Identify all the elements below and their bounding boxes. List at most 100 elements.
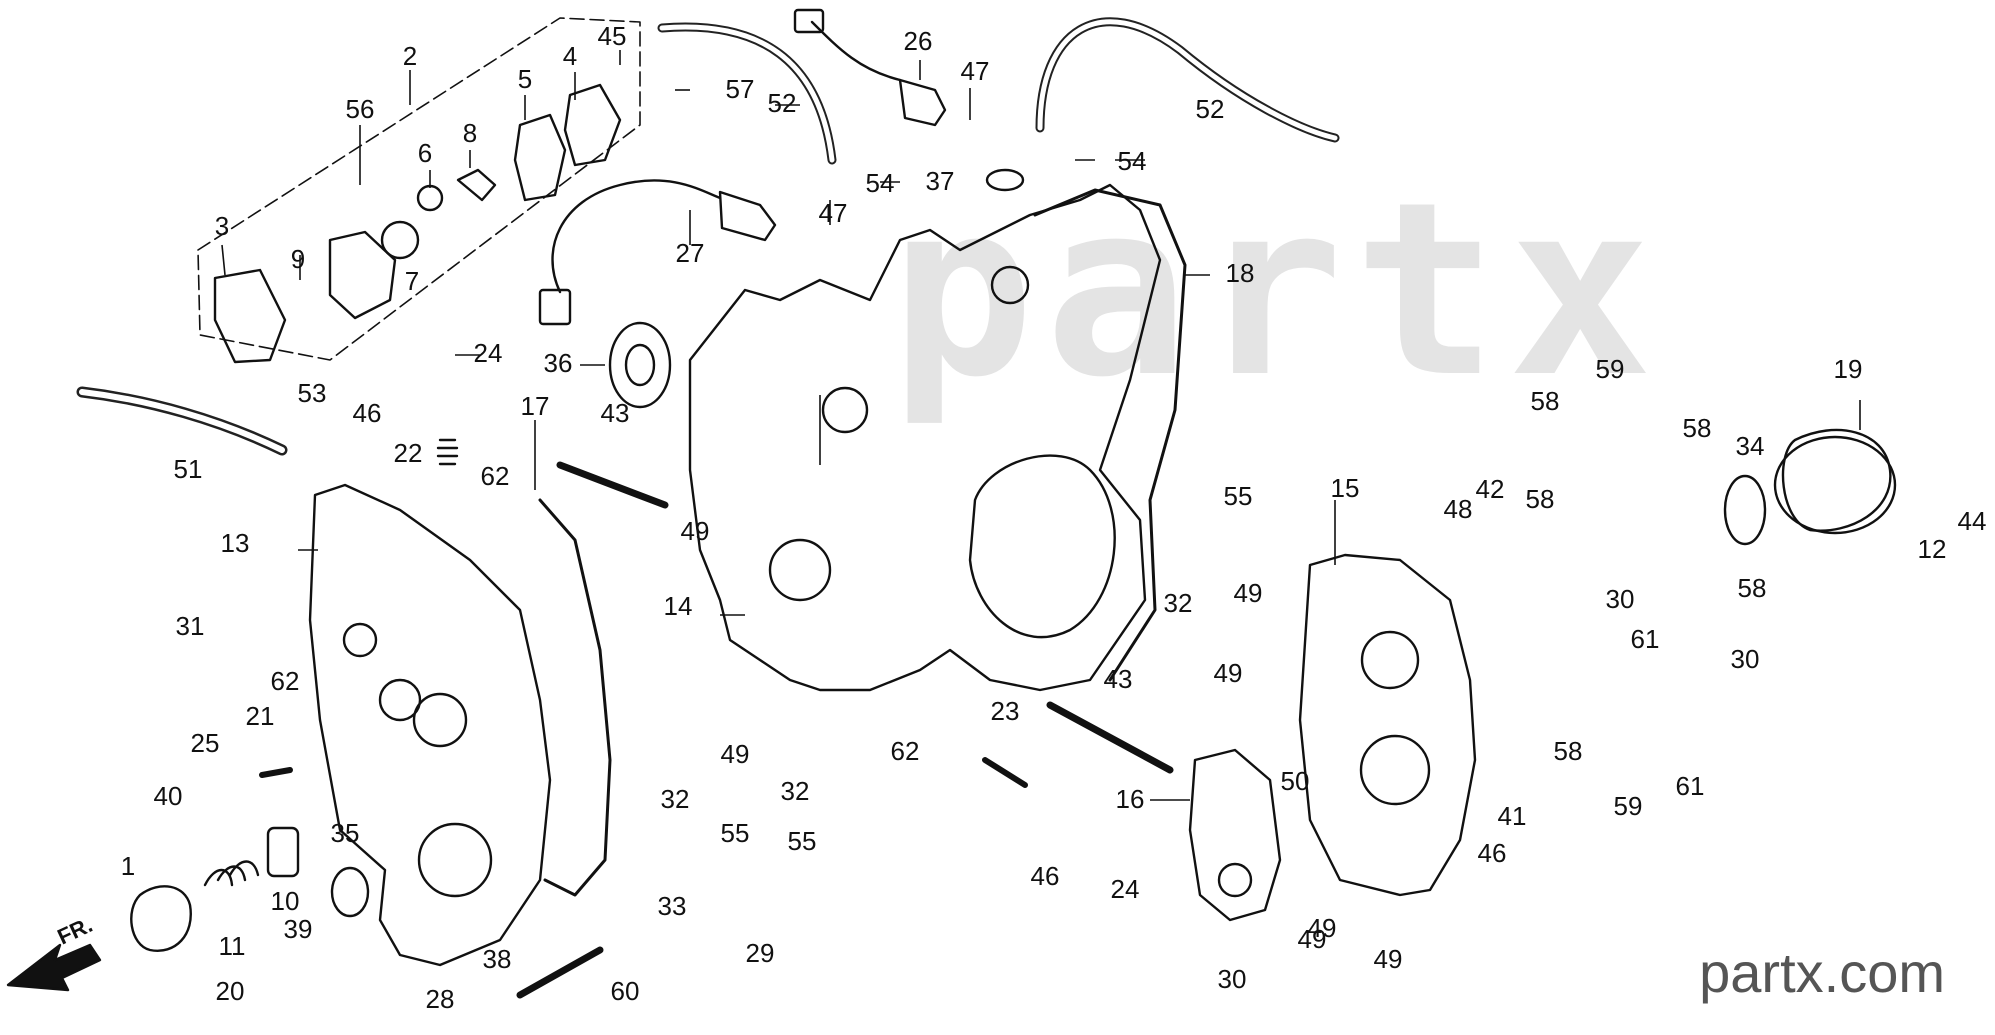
pump-body-7 [328, 230, 397, 320]
cover-19 [1781, 428, 1892, 532]
callout-c39: 39 [284, 914, 313, 944]
callout-c61a: 61 [1631, 624, 1660, 654]
callout-c32b: 32 [661, 784, 690, 814]
callout-c38: 38 [483, 944, 512, 974]
pump-pin-8 [456, 168, 497, 202]
bearing-36-inner [624, 343, 656, 387]
callout-c59b: 59 [1614, 791, 1643, 821]
callout-c7: 7 [405, 266, 419, 296]
pump-rotor-7 [380, 220, 420, 260]
callout-c42: 42 [1476, 474, 1505, 504]
callout-c49c: 49 [1214, 658, 1243, 688]
callout-c21: 21 [246, 701, 275, 731]
left-cover-13-bore-c [417, 822, 493, 898]
callout-c35: 35 [331, 818, 360, 848]
callout-c53: 53 [298, 378, 327, 408]
watermark-logo: partx [890, 150, 1663, 430]
spring-11 [203, 860, 260, 887]
callout-c30b: 30 [1606, 584, 1635, 614]
sensor-26-wire [810, 20, 902, 82]
callout-c58e: 58 [1554, 736, 1583, 766]
callout-c49d: 49 [721, 739, 750, 769]
callout-c49g: 49 [1298, 924, 1327, 954]
callout-c15: 15 [1331, 473, 1360, 503]
left-cover-13-bore-a [412, 692, 468, 748]
plug-1 [130, 885, 192, 952]
callout-c31: 31 [176, 611, 205, 641]
spring-21 [259, 767, 293, 778]
callout-c17: 17 [521, 391, 550, 421]
callout-c18: 18 [1226, 258, 1255, 288]
callout-c44: 44 [1958, 506, 1987, 536]
callout-c1: 1 [121, 851, 135, 881]
cover-19-flange [1773, 435, 1897, 535]
callout-c54a: 54 [866, 168, 895, 198]
callout-c9: 9 [291, 244, 305, 274]
callout-c4: 4 [563, 41, 577, 71]
spring-23 [982, 757, 1028, 788]
callout-c33: 33 [658, 891, 687, 921]
callout-c58a: 58 [1531, 386, 1560, 416]
gasket-17 [538, 498, 612, 897]
callout-c46c: 46 [1031, 861, 1060, 891]
callout-labels: 1234567891011121314151617181920212223242… [121, 21, 1987, 1014]
callout-c16: 16 [1116, 784, 1145, 814]
cover-16-bore [1217, 862, 1253, 898]
callout-c36: 36 [544, 348, 573, 378]
bearing-36 [608, 321, 672, 409]
pump-plate-3 [213, 268, 287, 364]
callout-c58b: 58 [1683, 413, 1712, 443]
bearing-34 [1723, 474, 1767, 546]
callout-c55a: 55 [1224, 481, 1253, 511]
callout-c62b: 62 [271, 666, 300, 696]
callout-c62a: 62 [481, 461, 510, 491]
filter-10 [266, 826, 300, 878]
callout-c60: 60 [611, 976, 640, 1006]
sensor-27-body [718, 190, 777, 242]
callout-c24b: 24 [1111, 874, 1140, 904]
callout-c52b: 52 [1196, 94, 1225, 124]
callout-c30a: 30 [1218, 964, 1247, 994]
bolt-60 [516, 946, 604, 999]
callout-c40: 40 [154, 781, 183, 811]
crankcase-14-bore [968, 454, 1116, 639]
callout-c32a: 32 [1164, 588, 1193, 618]
crankcase-14-boss-c [990, 265, 1030, 305]
sensor-26-plug [793, 8, 825, 34]
callout-c22: 22 [394, 438, 423, 468]
callout-c3: 3 [215, 211, 229, 241]
cover-16 [1188, 748, 1282, 922]
callout-c24a: 24 [474, 338, 503, 368]
callout-c8: 8 [463, 118, 477, 148]
crankcase-14-boss-b [768, 538, 832, 602]
gasket-18 [1033, 188, 1187, 682]
callout-c26: 26 [904, 26, 933, 56]
sensor-27-wire [551, 179, 722, 294]
callout-c20: 20 [216, 976, 245, 1006]
bearing-35 [330, 866, 370, 918]
callout-c50: 50 [1281, 766, 1310, 796]
callout-c6: 6 [418, 138, 432, 168]
callout-c54b: 54 [1118, 146, 1147, 176]
callout-c19: 19 [1834, 354, 1863, 384]
left-cover-13 [308, 483, 552, 967]
callout-c43b: 43 [1104, 664, 1133, 694]
hose-51 [76, 386, 288, 456]
callout-c62c: 62 [891, 736, 920, 766]
crankcase-14-boss-a [821, 386, 869, 434]
site-label: partx.com [1699, 941, 1945, 1004]
callout-c30c: 30 [1731, 644, 1760, 674]
oil-pump-group-frame [197, 17, 641, 361]
callout-c51: 51 [174, 454, 203, 484]
hose-52-right-inner [1037, 19, 1338, 141]
pump-plate-4 [563, 83, 622, 167]
pump-gear-6 [416, 184, 444, 212]
pump-plate-5 [513, 113, 567, 202]
callout-c47b: 47 [819, 198, 848, 228]
callout-c11: 11 [219, 931, 246, 961]
right-cover-15 [1298, 553, 1477, 897]
front-arrow [6, 943, 102, 992]
callout-c58d: 58 [1738, 573, 1767, 603]
callout-c48: 48 [1444, 494, 1473, 524]
